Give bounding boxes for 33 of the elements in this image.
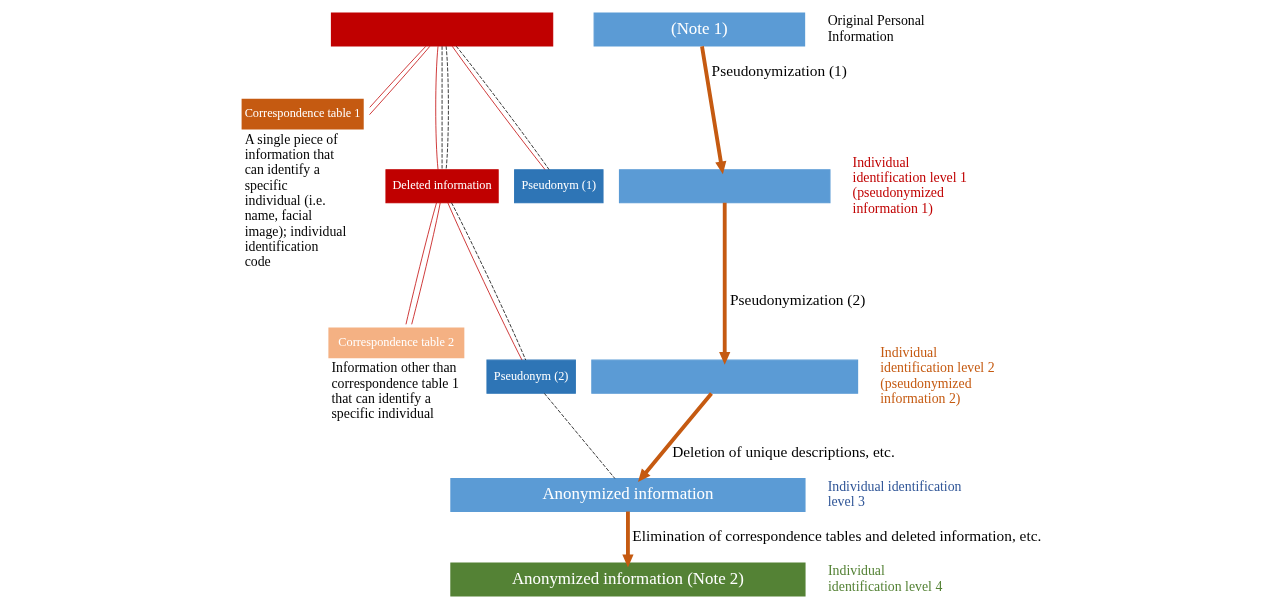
connector — [405, 202, 437, 325]
node-box: (Note 1) — [593, 12, 806, 47]
edge-label: Pseudonymization (1) — [711, 61, 847, 79]
connector — [445, 45, 449, 170]
node-box — [330, 12, 554, 47]
node-box: Pseudonym (2) — [486, 359, 576, 394]
edge-label: Deletion of unique descriptions, etc. — [672, 442, 895, 460]
node-label: Individual identification level 1 (pseudonymized information 1) — [852, 154, 967, 216]
node-label: Original Personal Information — [827, 13, 925, 44]
connector — [411, 202, 441, 325]
node-box: Correspondence table 1 — [241, 98, 364, 130]
node-box: Anonymized information (Note 2) — [450, 562, 806, 597]
edge-label: Elimination of correspondence tables and deleted information, etc. — [632, 527, 1042, 545]
arrow — [700, 46, 727, 175]
arrow — [622, 511, 634, 568]
connector — [544, 393, 616, 479]
node-box: Anonymized information — [450, 477, 806, 513]
arrow — [719, 202, 731, 365]
node-label: Individual identification level 3 — [827, 478, 962, 510]
node-box — [591, 359, 859, 394]
node-label: Individual identification level 2 (pseudonymized information 2) — [880, 345, 995, 407]
node-label: Individual identification level 4 — [828, 563, 943, 594]
node-box: Pseudonym (1) — [514, 169, 604, 204]
node-box: Correspondence table 2 — [328, 327, 465, 359]
edge-label: Pseudonymization (2) — [730, 290, 866, 308]
node-box — [618, 169, 831, 204]
node-label: Information other than correspondence table 1 that can identify a specific individual — [331, 360, 459, 422]
connector — [369, 45, 431, 116]
connector — [369, 45, 427, 108]
arrow — [637, 392, 713, 483]
node-box: Deleted information — [385, 169, 499, 204]
connector — [435, 45, 439, 170]
node-label: A single piece of information that can identify a specific individual (i.e. name, facial image); individual identification code — [244, 131, 347, 270]
